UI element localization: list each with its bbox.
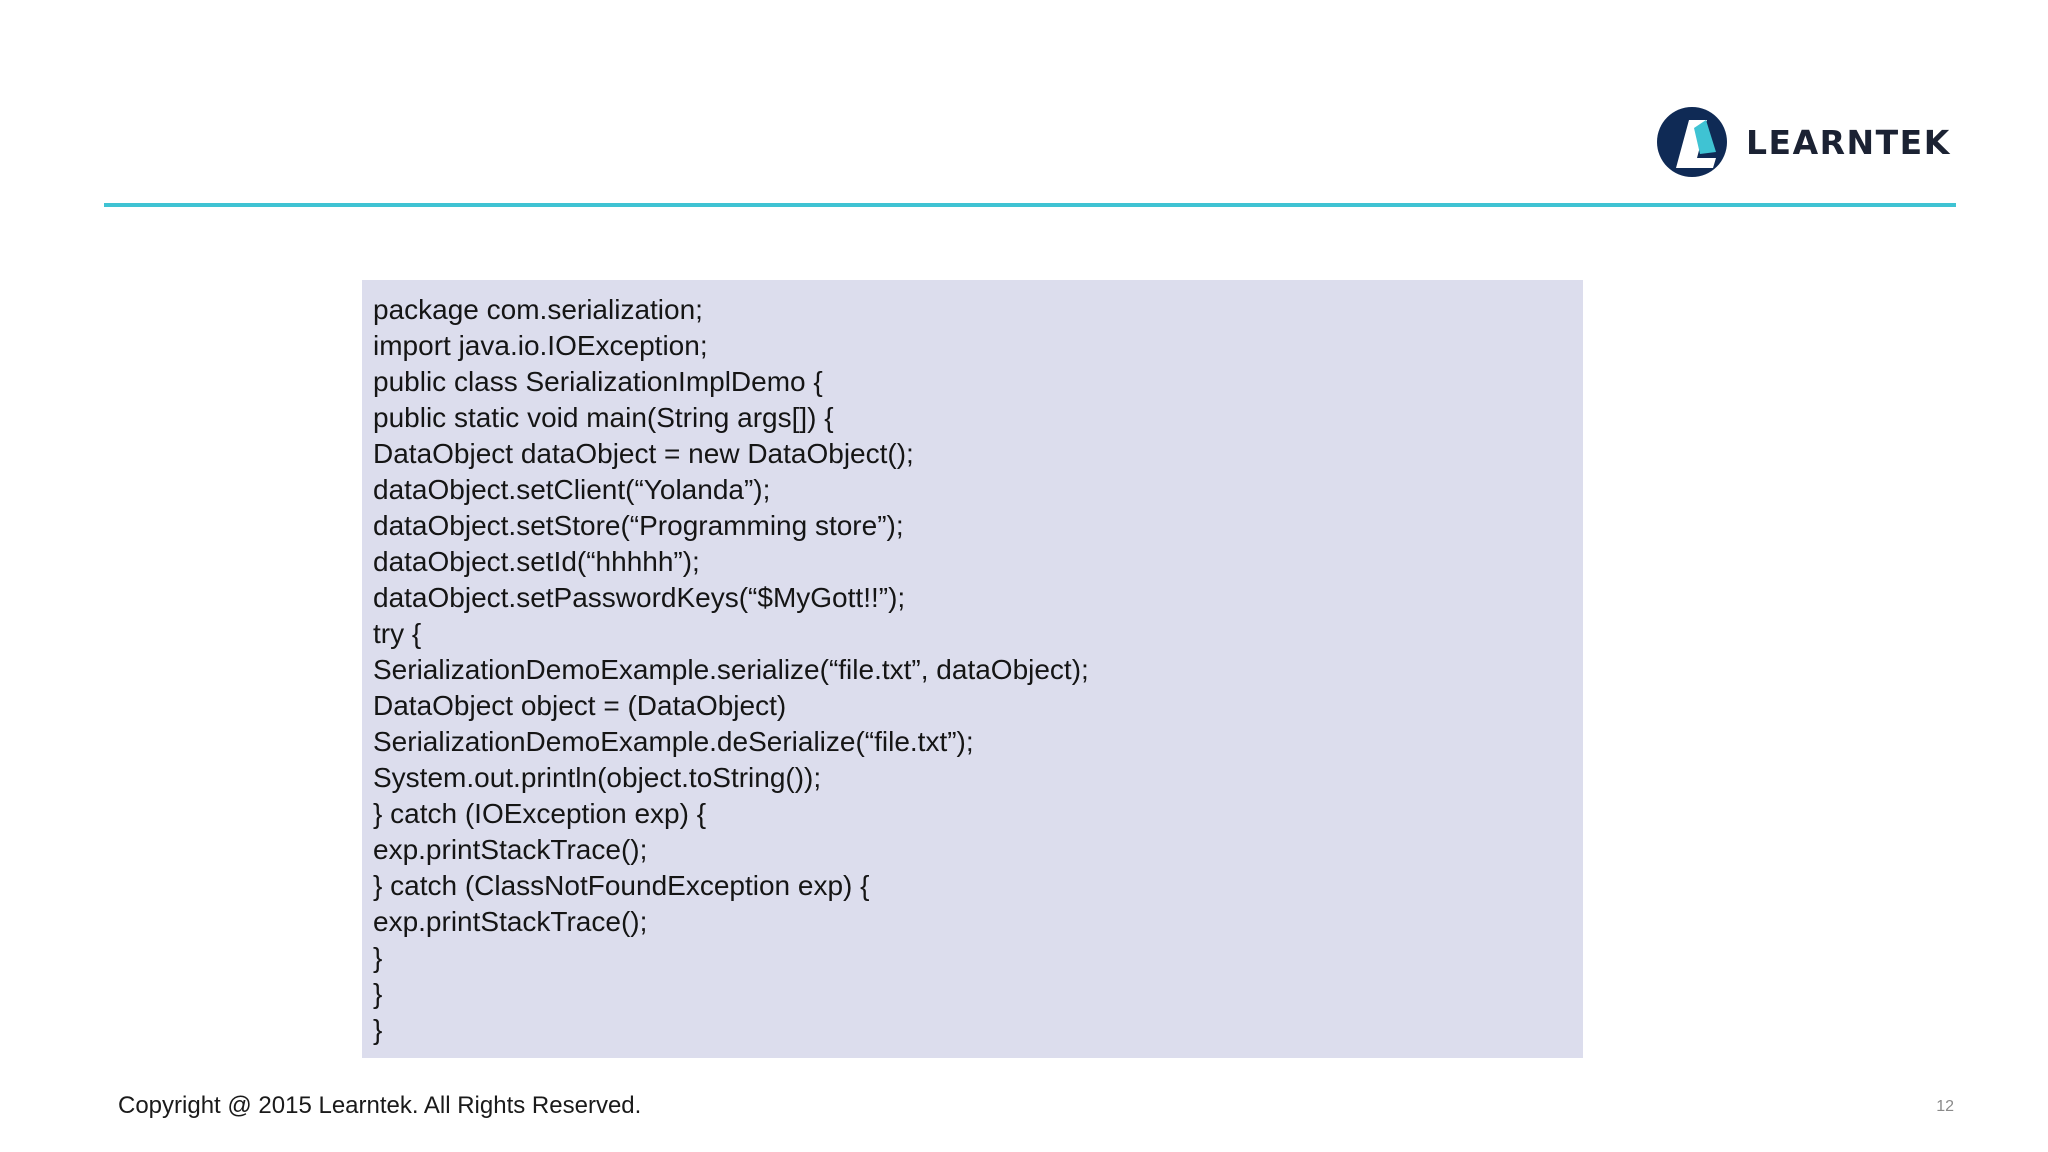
code-line: dataObject.setStore(“Programming store”)… (373, 510, 904, 541)
copyright-text: Copyright @ 2015 Learntek. All Rights Re… (118, 1092, 642, 1119)
code-line: DataObject dataObject = new DataObject()… (373, 438, 914, 469)
code-line: System.out.println(object.toString()); (373, 762, 822, 793)
code-line: } catch (IOException exp) { (373, 798, 707, 829)
code-line: } (373, 942, 383, 973)
code-line: exp.printStackTrace(); (373, 834, 648, 865)
code-line: try { (373, 618, 422, 649)
code-line: import java.io.IOException; (373, 330, 708, 361)
code-line: dataObject.setClient(“Yolanda”); (373, 474, 771, 505)
code-line: DataObject object = (DataObject) (373, 690, 787, 721)
header-divider (104, 203, 1956, 207)
logo-text: LEARNTEK (1746, 122, 1951, 162)
code-line: package com.serialization; (373, 294, 703, 325)
code-line: } (373, 1014, 383, 1045)
code-line: dataObject.setId(“hhhhh”); (373, 546, 700, 577)
code-line: } catch (ClassNotFoundException exp) { (373, 870, 870, 901)
page-number: 12 (1936, 1098, 1954, 1115)
code-line: SerializationDemoExample.serialize(“file… (373, 654, 1089, 685)
code-line: public class SerializationImplDemo { (373, 366, 823, 397)
learntek-logo: LEARNTEK (1656, 104, 1951, 180)
code-block: package com.serialization; import java.i… (362, 280, 1583, 1058)
code-line: dataObject.setPasswordKeys(“$MyGott!!”); (373, 582, 906, 613)
code-line: } (373, 978, 383, 1009)
code-line: SerializationDemoExample.deSerialize(“fi… (373, 726, 974, 757)
code-line: public static void main(String args[]) { (373, 402, 834, 433)
learntek-logo-icon (1657, 107, 1727, 177)
code-line: exp.printStackTrace(); (373, 906, 648, 937)
